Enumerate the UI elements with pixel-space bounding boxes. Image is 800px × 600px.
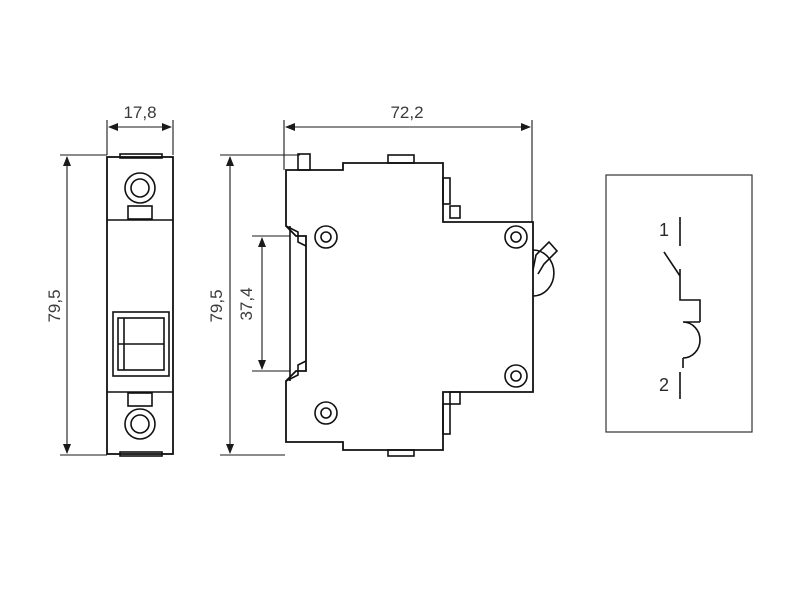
top-terminal-screw-icon	[124, 172, 156, 204]
bottom-terminal-slot	[127, 392, 153, 407]
top-terminal-slot	[127, 205, 153, 220]
terminal-1-label: 1	[659, 220, 669, 240]
side-width-label: 72,2	[390, 103, 423, 122]
side-step-upper	[442, 177, 451, 205]
toggle-lever-icon	[112, 311, 170, 377]
side-step-lower	[442, 403, 451, 435]
front-height-label: 79,5	[45, 289, 64, 322]
rivet-icon	[314, 225, 338, 249]
rivet-icon	[314, 401, 338, 425]
side-tab-upper	[449, 205, 461, 219]
front-bottom-clip	[119, 451, 163, 457]
circuit-symbol-panel: 1 2	[605, 174, 753, 433]
side-view: 72,2 79,5 37,4	[207, 103, 559, 457]
rail-height-label: 37,4	[237, 287, 256, 320]
side-tab-lower	[449, 391, 461, 405]
side-bottom-clip	[387, 449, 415, 457]
bottom-terminal-screw-icon	[124, 408, 156, 440]
side-top-clip-left	[297, 153, 311, 171]
side-height-label: 79,5	[207, 289, 226, 322]
front-width-label: 17,8	[123, 103, 156, 122]
breaker-symbol-icon	[663, 217, 701, 399]
side-toggle-lever-icon	[532, 240, 559, 297]
front-top-clip	[119, 153, 163, 159]
side-top-clip-right	[387, 154, 415, 164]
rivet-icon	[504, 225, 528, 249]
rivet-icon	[504, 364, 528, 388]
front-view: 17,8 79,5	[45, 103, 174, 457]
side-body-outline	[285, 162, 534, 451]
terminal-2-label: 2	[659, 375, 669, 395]
